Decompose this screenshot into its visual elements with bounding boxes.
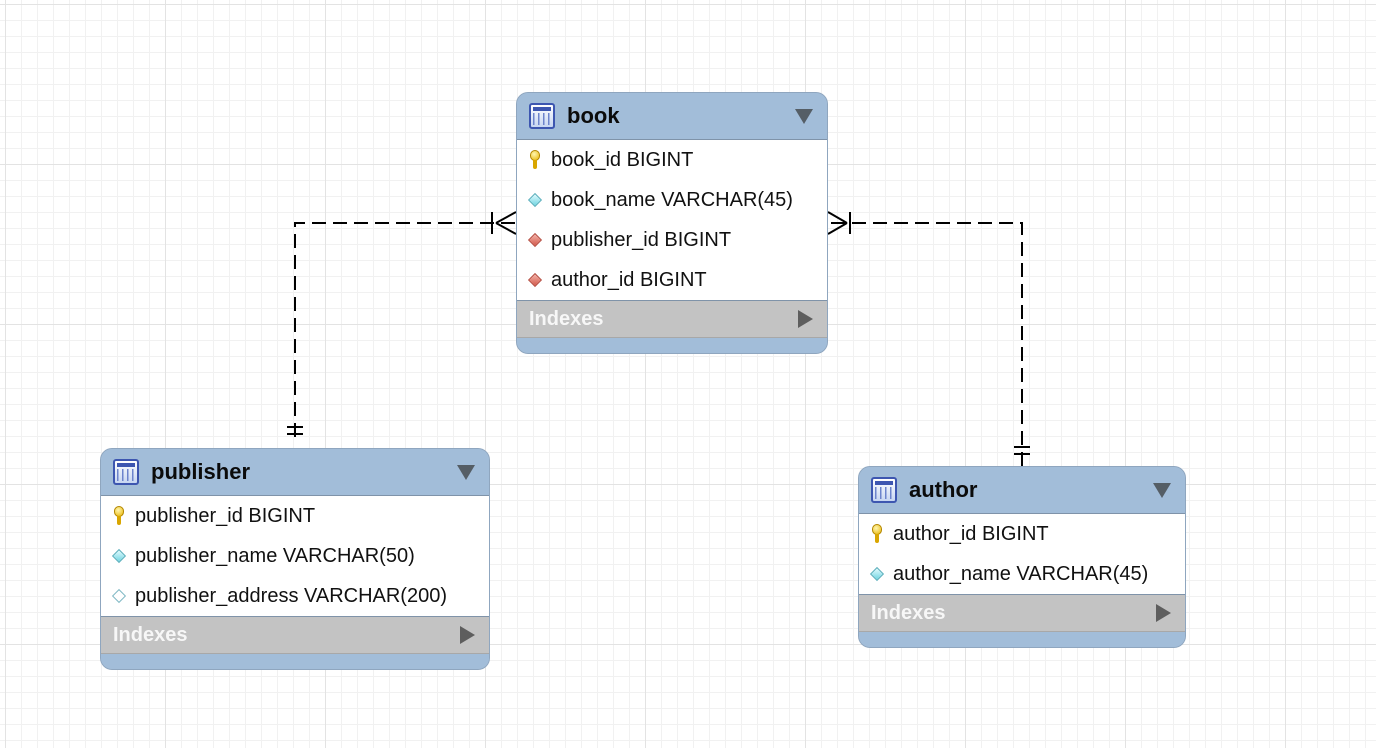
table-header[interactable]: author [859, 467, 1185, 513]
column-row[interactable]: author_id BIGINT [517, 260, 827, 300]
table-header[interactable]: book [517, 93, 827, 139]
column-label: author_name VARCHAR(45) [893, 562, 1149, 585]
column-row[interactable]: author_name VARCHAR(45) [859, 554, 1185, 594]
diamond-icon [527, 190, 543, 210]
collapse-arrow-icon[interactable] [457, 464, 475, 480]
expand-arrow-icon[interactable] [1156, 604, 1171, 622]
table-author[interactable]: author author_id BIGINT author_name VARC… [858, 466, 1186, 648]
column-label: publisher_id BIGINT [551, 228, 732, 251]
indexes-section[interactable]: Indexes [859, 595, 1185, 632]
indexes-label: Indexes [871, 601, 946, 624]
table-icon [113, 459, 139, 485]
table-title: author [909, 477, 978, 502]
column-label: author_id BIGINT [893, 522, 1049, 545]
diamond-icon [869, 564, 885, 584]
column-label: publisher_id BIGINT [135, 504, 316, 527]
diamond-icon [111, 546, 127, 566]
table-footer [101, 654, 489, 669]
column-row[interactable]: publisher_name VARCHAR(50) [101, 536, 489, 576]
column-list: book_id BIGINT book_name VARCHAR(45) pub… [517, 139, 827, 301]
hollow-diamond-icon [111, 586, 127, 606]
collapse-arrow-icon[interactable] [795, 108, 813, 124]
relationship-line-publisher-book[interactable] [294, 222, 516, 437]
one-and-only-one-marker-publisher [287, 426, 303, 435]
table-title: publisher [151, 459, 251, 484]
relationship-line-author-book[interactable] [828, 222, 1023, 466]
column-row[interactable]: book_id BIGINT [517, 140, 827, 180]
red-diamond-icon [527, 230, 543, 250]
column-row[interactable]: author_id BIGINT [859, 514, 1185, 554]
table-icon [871, 477, 897, 503]
column-label: publisher_address VARCHAR(200) [135, 584, 447, 607]
table-header[interactable]: publisher [101, 449, 489, 495]
table-book[interactable]: book book_id BIGINT book_name VARCHAR(45… [516, 92, 828, 354]
column-label: book_id BIGINT [551, 148, 694, 171]
indexes-section[interactable]: Indexes [517, 301, 827, 338]
column-label: book_name VARCHAR(45) [551, 188, 793, 211]
column-label: publisher_name VARCHAR(50) [135, 544, 415, 567]
table-title: book [567, 103, 620, 128]
table-publisher[interactable]: publisher publisher_id BIGINT publisher_… [100, 448, 490, 670]
table-footer [517, 338, 827, 353]
key-icon [527, 150, 543, 170]
expand-arrow-icon[interactable] [460, 626, 475, 644]
table-icon [529, 103, 555, 129]
column-list: publisher_id BIGINT publisher_name VARCH… [101, 495, 489, 617]
indexes-section[interactable]: Indexes [101, 617, 489, 654]
column-row[interactable]: book_name VARCHAR(45) [517, 180, 827, 220]
collapse-arrow-icon[interactable] [1153, 482, 1171, 498]
one-or-many-marker-book-right [827, 211, 851, 235]
column-row[interactable]: publisher_id BIGINT [517, 220, 827, 260]
red-diamond-icon [527, 270, 543, 290]
one-and-only-one-marker-author [1014, 446, 1030, 455]
indexes-label: Indexes [113, 623, 188, 646]
column-label: author_id BIGINT [551, 268, 707, 291]
table-footer [859, 632, 1185, 647]
key-icon [869, 524, 885, 544]
column-row[interactable]: publisher_address VARCHAR(200) [101, 576, 489, 616]
column-list: author_id BIGINT author_name VARCHAR(45) [859, 513, 1185, 595]
indexes-label: Indexes [529, 307, 604, 330]
one-or-many-marker-book-left [491, 211, 517, 235]
column-row[interactable]: publisher_id BIGINT [101, 496, 489, 536]
expand-arrow-icon[interactable] [798, 310, 813, 328]
key-icon [111, 506, 127, 526]
